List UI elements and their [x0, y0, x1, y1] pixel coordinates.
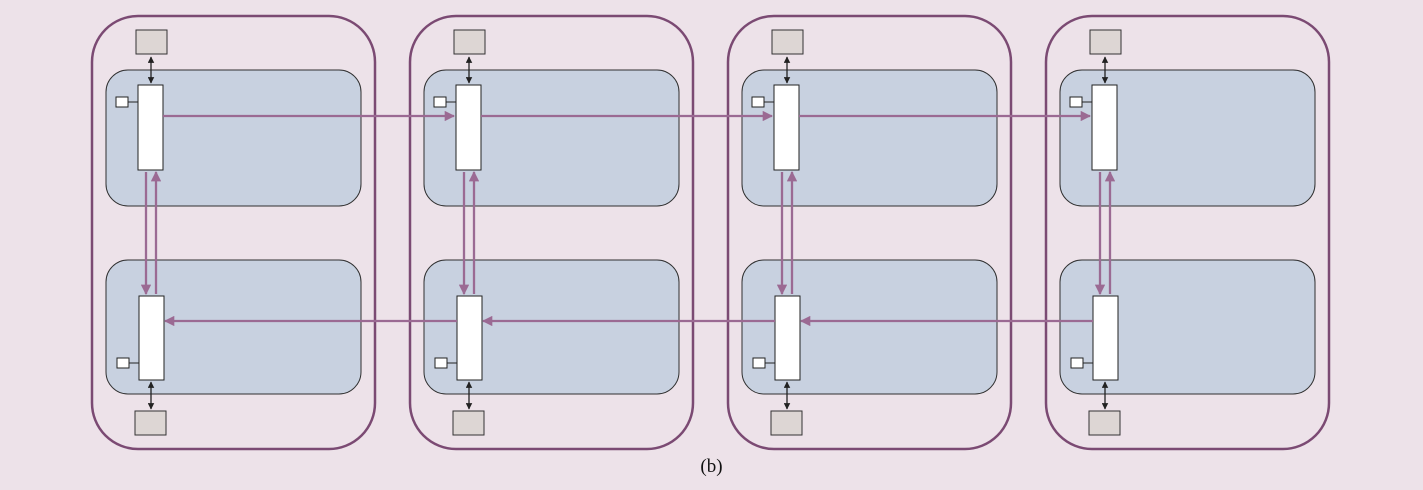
node-2-upper-region — [423, 69, 680, 207]
node-1-lower-router — [138, 295, 165, 381]
node-4-upper-local-box — [1069, 96, 1083, 108]
node-3-upper-region — [741, 69, 998, 207]
node-3-upper-router — [773, 84, 800, 171]
node-1-bottom-port — [134, 410, 167, 436]
node-1-upper-region — [105, 69, 362, 207]
node-4-container — [1044, 14, 1331, 451]
node-4-upper-router — [1091, 84, 1118, 171]
node-1-container — [90, 14, 377, 451]
node-2-container — [408, 14, 695, 451]
node-2-lower-region — [423, 259, 680, 395]
node-2-lower-router — [456, 295, 483, 381]
node-1-upper-router — [137, 84, 164, 171]
node-3-container — [726, 14, 1013, 451]
node-3-bottom-port — [770, 410, 803, 436]
figure-caption: (b) — [700, 456, 723, 477]
node-2-top-port — [453, 29, 486, 55]
node-1-lower-region — [105, 259, 362, 395]
node-3-lower-local-box — [752, 357, 766, 369]
node-2-lower-local-box — [434, 357, 448, 369]
node-3-lower-router — [774, 295, 801, 381]
node-3-top-port — [771, 29, 804, 55]
node-4-bottom-port — [1088, 410, 1121, 436]
node-3-lower-region — [741, 259, 998, 395]
node-2-bottom-port — [452, 410, 485, 436]
node-1-upper-local-box — [115, 96, 129, 108]
node-4-top-port — [1089, 29, 1122, 55]
node-3-upper-local-box — [751, 96, 765, 108]
node-1-lower-local-box — [116, 357, 130, 369]
node-4-lower-region — [1059, 259, 1316, 395]
node-2-upper-local-box — [433, 96, 447, 108]
node-2-upper-router — [455, 84, 482, 171]
node-1-top-port — [135, 29, 168, 55]
node-4-upper-region — [1059, 69, 1316, 207]
node-4-lower-local-box — [1070, 357, 1084, 369]
node-4-lower-router — [1092, 295, 1119, 381]
